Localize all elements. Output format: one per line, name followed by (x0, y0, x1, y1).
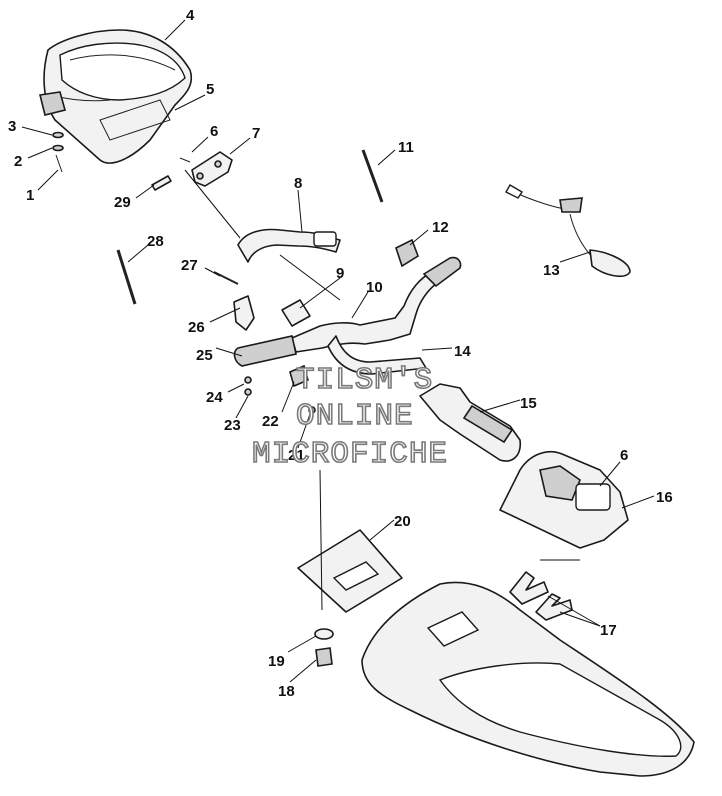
clip-parts (509, 571, 573, 621)
callout-24: 24 (206, 389, 223, 406)
callout-16: 16 (656, 489, 673, 506)
callout-6-bottom: 6 (620, 447, 628, 464)
plate-part (297, 529, 403, 613)
handlebar-cover-part (39, 29, 193, 164)
callout-19: 19 (268, 653, 285, 670)
upper-handlebar-part (237, 228, 341, 263)
callout-13: 13 (543, 262, 560, 279)
watermark-line-2: ONLINE (296, 399, 414, 434)
callout-2: 2 (14, 153, 22, 170)
callout-6-top: 6 (210, 123, 218, 140)
watermark-line-1: TILSM'S (296, 363, 433, 398)
callout-22: 22 (262, 413, 279, 430)
callout-29: 29 (114, 194, 131, 211)
long-bolt-part-28 (116, 249, 137, 305)
clamp-bracket-part (179, 151, 233, 187)
callout-15: 15 (520, 395, 537, 412)
callout-11: 11 (398, 139, 414, 156)
watermark-line-3: MICROFICHE (252, 437, 448, 472)
lanyard-part (505, 184, 631, 278)
screw-washer-parts (52, 131, 64, 173)
main-handlebar-part (233, 256, 462, 375)
callout-3: 3 (8, 118, 16, 135)
hull-body-part (361, 581, 695, 777)
callout-23: 23 (224, 417, 241, 434)
callout-12: 12 (432, 219, 449, 236)
callout-25: 25 (196, 347, 213, 364)
callout-labels: 4 5 3 2 1 6 7 29 8 11 12 13 28 27 9 10 2… (8, 7, 673, 700)
throttle-block-part (281, 299, 311, 327)
callout-5: 5 (206, 81, 214, 98)
callout-7: 7 (252, 125, 260, 142)
pin-part (151, 175, 172, 191)
nut-washer-parts (314, 628, 334, 667)
long-bolt-part (361, 149, 384, 203)
callout-28: 28 (147, 233, 164, 250)
callout-8: 8 (294, 175, 302, 192)
steering-mount-part (499, 450, 629, 549)
grip-end-part (395, 238, 419, 268)
callout-17: 17 (600, 622, 617, 639)
callout-10: 10 (366, 279, 383, 296)
lever-part (233, 295, 255, 331)
callout-18: 18 (278, 683, 295, 700)
steering-column-part (419, 383, 522, 462)
callout-4: 4 (186, 7, 195, 24)
callout-20: 20 (394, 513, 411, 530)
callout-1: 1 (26, 187, 34, 204)
callout-14: 14 (454, 343, 471, 360)
small-hardware-parts (244, 364, 316, 414)
watermark: TILSM'S ONLINE MICROFICHE (251, 362, 448, 473)
callout-26: 26 (188, 319, 205, 336)
callout-27: 27 (181, 257, 198, 274)
callout-9: 9 (336, 265, 344, 282)
callout-21: 21 (288, 447, 305, 464)
leader-lines (21, 19, 655, 683)
